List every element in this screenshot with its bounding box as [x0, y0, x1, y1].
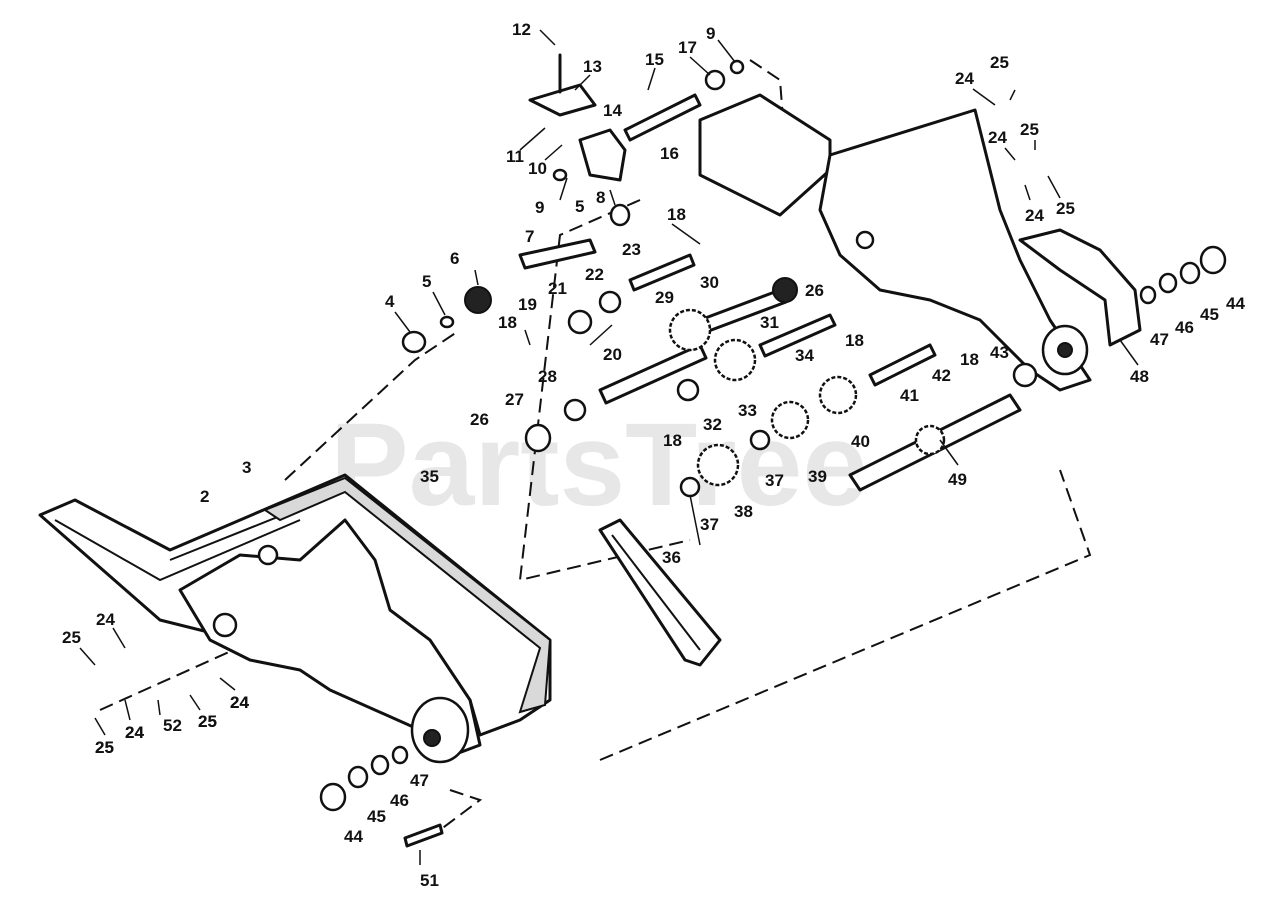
label-19: 19 — [518, 295, 537, 314]
label-25-r2: 25 — [1020, 120, 1039, 139]
label-26: 26 — [805, 281, 824, 300]
label-22: 22 — [585, 265, 604, 284]
label-24-l1: 24 — [96, 610, 115, 629]
label-24-r2: 24 — [988, 128, 1007, 147]
label-23: 23 — [622, 240, 641, 259]
label-41: 41 — [900, 386, 919, 405]
label-8: 8 — [596, 188, 605, 207]
label-25-l5: 25 — [198, 712, 217, 731]
label-2: 2 — [200, 487, 209, 506]
label-43: 43 — [990, 343, 1009, 362]
label-10: 10 — [528, 159, 547, 178]
label-29: 29 — [655, 288, 674, 307]
label-16: 16 — [660, 144, 679, 163]
left-case-plate — [178, 518, 482, 764]
label-9b: 9 — [535, 198, 544, 217]
label-25-r1: 25 — [990, 53, 1009, 72]
label-4: 4 — [385, 292, 395, 311]
label-31: 31 — [760, 313, 779, 332]
label-37: 37 — [765, 471, 784, 490]
label-42: 42 — [932, 366, 951, 385]
label-35: 35 — [420, 467, 439, 486]
label-11: 11 — [506, 147, 524, 166]
label-47b: 47 — [410, 771, 429, 790]
label-25-l3: 25 — [198, 712, 217, 731]
label-13: 13 — [583, 57, 602, 76]
label-47: 47 — [1150, 330, 1169, 349]
label-28: 28 — [538, 367, 557, 386]
label-48: 48 — [1130, 367, 1149, 386]
label-20: 20 — [603, 345, 622, 364]
label-24-l4: 24 — [125, 723, 144, 742]
label-7: 7 — [525, 227, 534, 246]
label-24-l2: 24 — [125, 723, 144, 742]
label-36: 36 — [662, 548, 681, 567]
top-parts — [319, 53, 1227, 848]
label-45b: 45 — [367, 807, 386, 826]
leader-lines — [79, 29, 1139, 865]
sprockets — [464, 277, 946, 487]
label-18b: 18 — [498, 313, 517, 332]
label-27: 27 — [505, 390, 524, 409]
label-46b: 46 — [390, 791, 409, 810]
label-25-l2: 25 — [95, 738, 114, 757]
drive-chain — [598, 518, 722, 667]
label-18e: 18 — [960, 350, 979, 369]
label-32: 32 — [703, 415, 722, 434]
label-39: 39 — [808, 467, 827, 486]
assembly-lines — [99, 59, 1092, 831]
label-15: 15 — [645, 50, 664, 69]
label-33: 33 — [738, 401, 757, 420]
label-18d: 18 — [663, 431, 682, 450]
label-5b: 5 — [422, 272, 431, 291]
label-44b: 44 — [344, 827, 363, 846]
label-12: 12 — [512, 20, 531, 39]
label-18c: 18 — [845, 331, 864, 350]
label-9: 9 — [706, 24, 715, 43]
label-25-r3: 25 — [1056, 199, 1075, 218]
label-17: 17 — [678, 38, 697, 57]
label-24-l3: 24 — [230, 693, 249, 712]
label-30: 30 — [700, 273, 719, 292]
label-38: 38 — [734, 502, 753, 521]
label-37b: 37 — [700, 515, 719, 534]
label-34: 34 — [795, 346, 814, 365]
label-5: 5 — [575, 197, 584, 216]
label-3: 3 — [242, 458, 251, 477]
callout-labels: 12 13 15 17 9 14 11 10 16 9 8 5 7 18 23 … — [62, 20, 1245, 890]
label-49: 49 — [948, 470, 967, 489]
label-6: 6 — [450, 249, 459, 268]
right-chain-case — [698, 93, 1142, 392]
label-25-l1: 25 — [62, 628, 81, 647]
label-46: 46 — [1175, 318, 1194, 337]
label-18: 18 — [667, 205, 686, 224]
label-26b: 26 — [470, 410, 489, 429]
label-45: 45 — [1200, 305, 1219, 324]
label-44: 44 — [1226, 294, 1245, 313]
label-24-r1: 24 — [955, 69, 974, 88]
label-40: 40 — [851, 432, 870, 451]
label-25-l4: 25 — [95, 738, 114, 757]
label-51: 51 — [420, 871, 439, 890]
gasket — [262, 476, 552, 714]
label-14: 14 — [603, 101, 622, 120]
label-24-r3: 24 — [1025, 206, 1044, 225]
label-21: 21 — [548, 279, 567, 298]
label-52: 52 — [163, 716, 182, 735]
label-24-l5: 24 — [230, 693, 249, 712]
